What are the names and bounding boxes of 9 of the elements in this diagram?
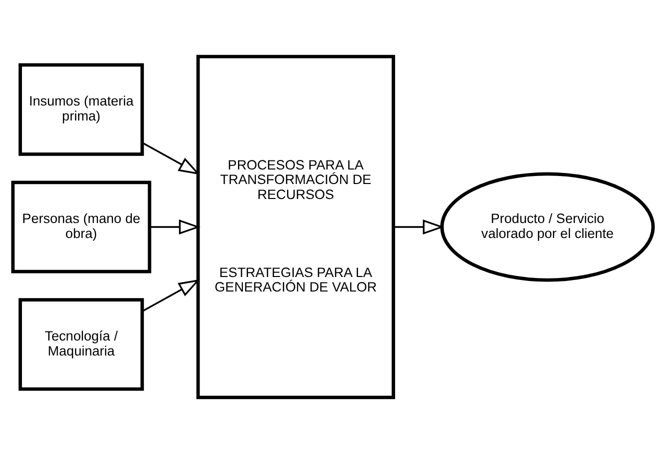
arrow [142, 142, 200, 175]
arrow [142, 279, 200, 312]
node-box: Tecnología / Maquinaria [18, 298, 144, 391]
node-box: Personas (mano de obra) [11, 180, 152, 274]
node-box: Insumos (materia prima) [18, 63, 144, 156]
arrow [150, 219, 200, 235]
node-box: PROCESOS PARA LA TRANSFORMACIÓN DE RECURSOS ESTRATEGIAS PARA LA GENERACIÓN DE VALOR [196, 54, 396, 400]
arrow [394, 219, 444, 235]
node-ellipse: Producto / Servicio valorado por el cliente [440, 172, 655, 282]
